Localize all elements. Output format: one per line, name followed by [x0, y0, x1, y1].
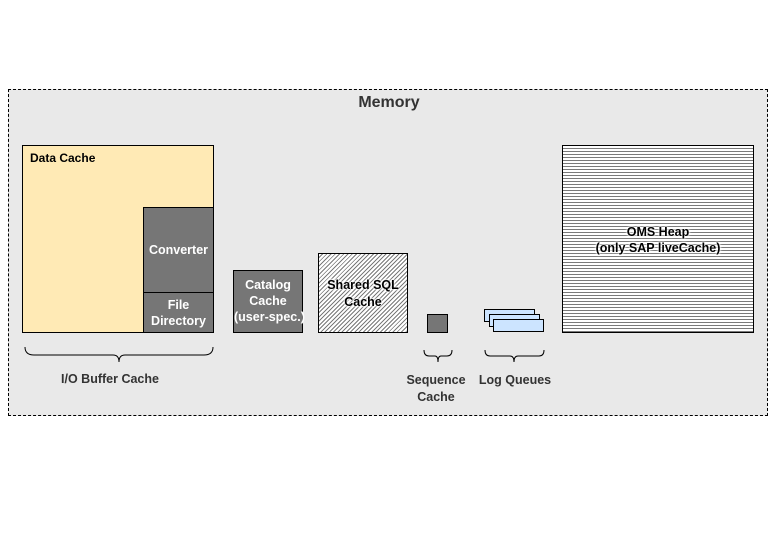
shared-sql-cache-label-line2: Cache — [344, 295, 382, 309]
file-directory-block: File Directory — [143, 292, 214, 333]
converter-block: Converter — [143, 207, 214, 293]
shared-sql-cache-label-line1: Shared SQL — [327, 278, 399, 292]
sequence-cache-block — [427, 314, 448, 333]
sequence-cache-label-line2: Cache — [417, 390, 455, 404]
shared-sql-cache-block: Shared SQL Cache — [318, 253, 408, 333]
memory-title: Memory — [358, 94, 420, 111]
catalog-cache-label-line2: Cache — [249, 294, 287, 308]
oms-heap-label-line2: (only SAP liveCache) — [595, 241, 721, 255]
sequence-cache-brace-icon — [423, 349, 453, 363]
oms-heap-block: OMS Heap (only SAP liveCache) — [562, 145, 754, 333]
catalog-cache-label-line1: Catalog — [245, 278, 291, 292]
catalog-cache-block: Catalog Cache (user-spec.) — [233, 270, 305, 333]
file-directory-label-line2: Directory — [151, 314, 206, 328]
io-buffer-brace-icon — [24, 346, 214, 363]
oms-heap-label-line1: OMS Heap — [626, 225, 690, 239]
data-cache-label: Data Cache — [30, 151, 96, 165]
log-queue-block — [493, 319, 544, 332]
log-queues-brace-icon — [484, 349, 545, 363]
sequence-cache-label: Sequence Cache — [398, 372, 474, 406]
sequence-cache-label-line1: Sequence — [406, 373, 466, 387]
log-queues-label: Log Queues — [478, 373, 552, 387]
catalog-cache-label-line3: (user-spec.) — [234, 310, 305, 324]
io-buffer-cache-label: I/O Buffer Cache — [61, 372, 159, 386]
file-directory-label-line1: File — [167, 298, 190, 312]
converter-label: Converter — [148, 243, 209, 257]
